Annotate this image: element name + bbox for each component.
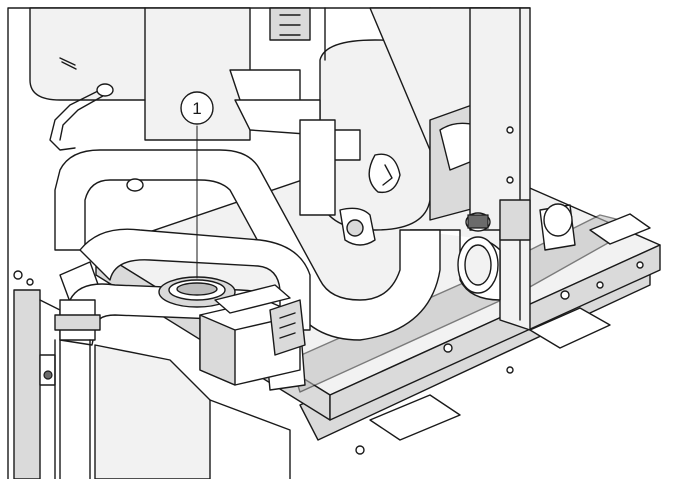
- callout-number: 1: [192, 99, 201, 118]
- upper-valve-bracket: [229, 7, 376, 246]
- pipe-connection-right: [410, 203, 576, 301]
- valve-actuator: [199, 284, 306, 386]
- callout-circle: [180, 91, 214, 125]
- expansion-vessel-housing: [29, 7, 251, 141]
- frame-border: [7, 7, 531, 479]
- callout-1: 1: [180, 91, 214, 279]
- side-panel: [469, 7, 531, 331]
- feed-pipe-left: [49, 83, 114, 151]
